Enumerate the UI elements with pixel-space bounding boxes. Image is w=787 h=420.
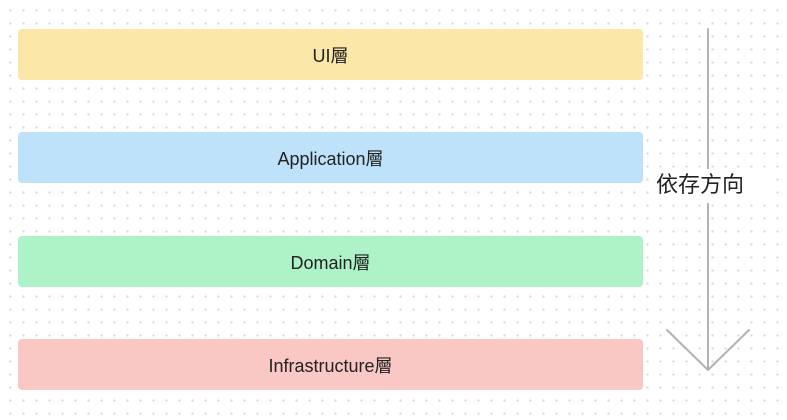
arrow-head bbox=[666, 329, 750, 371]
layer-label-ui: UI層 bbox=[312, 45, 349, 66]
layer-box-domain: Domain層 bbox=[18, 236, 643, 287]
layer-label-infrastructure: Infrastructure層 bbox=[268, 355, 393, 376]
layer-box-infrastructure: Infrastructure層 bbox=[18, 339, 643, 390]
layer-box-application: Application層 bbox=[18, 132, 643, 183]
direction-label: 依存方向 bbox=[656, 169, 766, 203]
layer-box-ui: UI層 bbox=[18, 29, 643, 80]
layer-label-domain: Domain層 bbox=[290, 252, 371, 273]
layer-label-application: Application層 bbox=[277, 148, 384, 169]
